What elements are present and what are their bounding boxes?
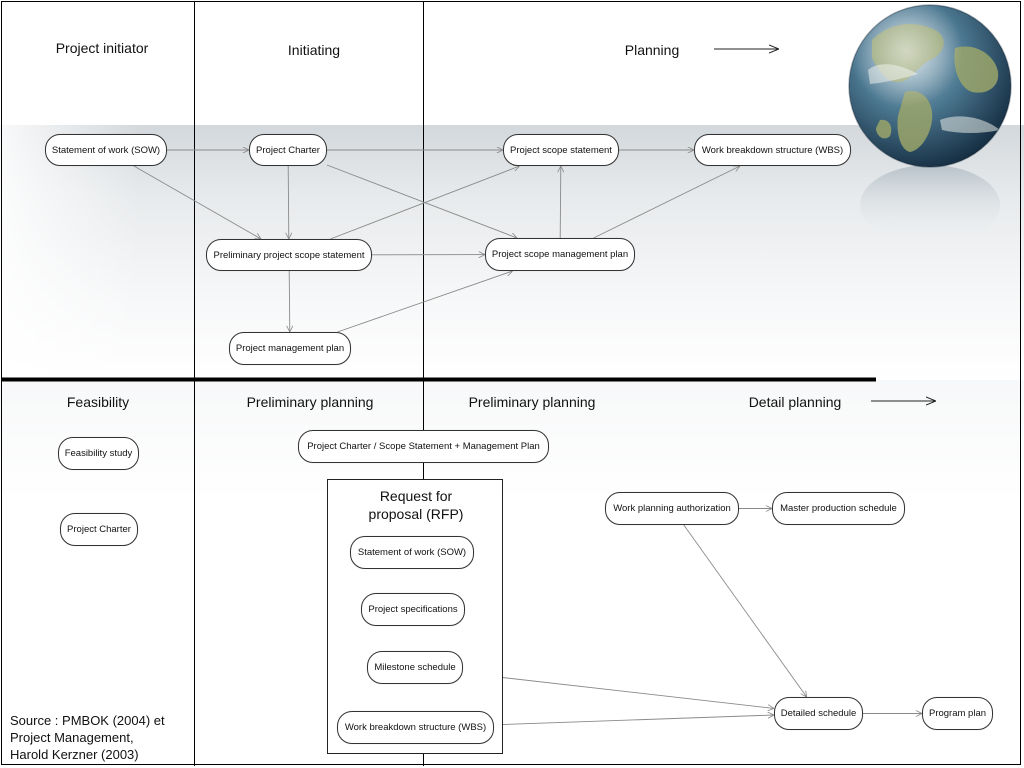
flow-edges: [133, 150, 922, 726]
node-project-scope-statement: Project scope statement: [503, 134, 619, 166]
node-project-scope-management-plan: Project scope management plan: [485, 238, 635, 271]
phase-preliminary-planning-2: Preliminary planning: [468, 394, 596, 410]
node-preliminary-project-scope-statement: Preliminary project scope statement: [206, 239, 372, 271]
node-work-planning-authorization: Work planning authorization: [605, 492, 739, 525]
edge-wbs-rfp-to-detailed-schedule: [493, 715, 774, 726]
edge-project-charter-top-to-scope-management-plan: [326, 164, 517, 238]
node-project-specifications: Project specifications: [361, 593, 465, 626]
source-line-2: Project Management,: [10, 730, 134, 745]
phase-feasibility: Feasibility: [66, 394, 130, 410]
edge-milestone-schedule-to-detailed-schedule: [462, 672, 774, 708]
background-band-fade: [0, 125, 140, 380]
edge-sow-top-to-preliminary-scope-statement: [133, 165, 261, 239]
node-rfp-work-breakdown-structure: Work breakdown structure (WBS): [337, 711, 494, 744]
source-line-1: Source : PMBOK (2004) et: [10, 713, 165, 728]
phase-planning: Planning: [624, 42, 680, 58]
edge-scope-management-plan-to-project-scope-statement: [560, 166, 561, 239]
node-milestone-schedule: Milestone schedule: [367, 651, 463, 684]
node-rfp-statement-of-work: Statement of work (SOW): [350, 536, 474, 569]
edge-preliminary-scope-statement-to-project-management-plan: [289, 270, 290, 332]
edge-scope-management-plan-to-wbs-top: [593, 166, 740, 239]
node-master-production-schedule: Master production schedule: [772, 492, 905, 525]
node-project-charter: Project Charter: [249, 134, 327, 166]
phase-preliminary-planning-1: Preliminary planning: [246, 394, 374, 410]
node-work-breakdown-structure: Work breakdown structure (WBS): [694, 134, 851, 166]
edge-work-planning-authorization-to-detailed-schedule: [683, 524, 807, 697]
edge-project-charter-top-to-preliminary-scope-statement: [288, 165, 289, 239]
node-statement-of-work: Statement of work (SOW): [45, 134, 167, 166]
phase-detail-planning: Detail planning: [748, 394, 842, 410]
node-charter-scope-management-plan: Project Charter / Scope Statement + Mana…: [298, 430, 549, 463]
rfp-title: Request for proposal (RFP): [328, 487, 504, 523]
phase-project-initiator: Project initiator: [55, 40, 149, 56]
source-note: Source : PMBOK (2004) et Project Managem…: [10, 712, 195, 763]
node-detailed-schedule: Detailed schedule: [774, 697, 863, 730]
phase-initiating: Initiating: [287, 42, 341, 58]
node-project-management-plan: Project management plan: [229, 332, 351, 365]
globe-illustration: [848, 4, 1012, 245]
node-feasibility-study: Feasibility study: [58, 437, 139, 470]
node-project-charter-feasibility: Project Charter: [60, 513, 138, 546]
edge-project-management-plan-to-scope-management-plan: [337, 271, 512, 333]
node-program-plan: Program plan: [922, 697, 993, 730]
edge-preliminary-scope-statement-to-project-scope-statement: [330, 166, 519, 240]
source-line-3: Harold Kerzner (2003): [10, 747, 139, 762]
rfp-title-line1: Request for: [379, 488, 453, 504]
rfp-title-line2: proposal (RFP): [368, 506, 464, 522]
